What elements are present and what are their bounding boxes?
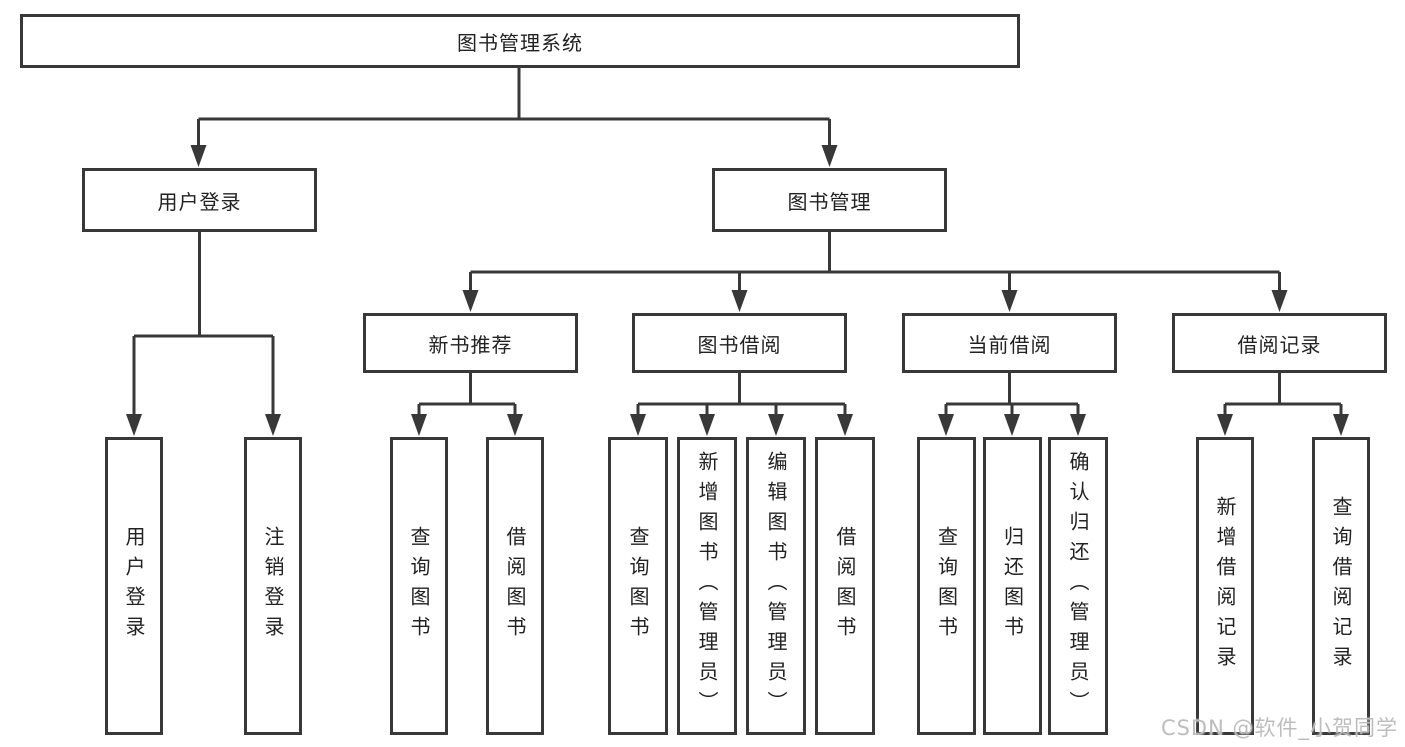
node-user-login: 用户登录 bbox=[82, 168, 317, 232]
leaf-add-books-admin: 新增图书（管理员） bbox=[677, 437, 737, 735]
node-book-borrowing: 图书借阅 bbox=[632, 313, 847, 373]
node-borrowing-records: 借阅记录 bbox=[1172, 313, 1387, 373]
leaf-query-borrow-record: 查询借阅记录 bbox=[1312, 437, 1370, 735]
leaf-query-books: 查询图书 bbox=[390, 437, 448, 735]
arrow-down-icon bbox=[938, 414, 954, 436]
arrow-down-icon bbox=[630, 414, 646, 436]
node-label: 查询借阅记录 bbox=[1329, 496, 1353, 676]
node-book-management: 图书管理 bbox=[712, 168, 947, 232]
node-label: 当前借阅 bbox=[967, 332, 1052, 357]
leaf-user-login: 用户登录 bbox=[105, 437, 163, 735]
leaf-add-borrow-record: 新增借阅记录 bbox=[1196, 437, 1254, 735]
leaf-borrow-books: 借阅图书 bbox=[486, 437, 544, 735]
arrow-down-icon bbox=[1271, 290, 1288, 312]
arrow-down-icon bbox=[1004, 414, 1020, 436]
node-label: 查询图书 bbox=[407, 526, 431, 646]
leaf-logout: 注销登录 bbox=[244, 437, 302, 735]
arrow-down-icon bbox=[1001, 290, 1018, 312]
node-label: 借阅图书 bbox=[833, 526, 857, 646]
arrow-down-icon bbox=[126, 414, 142, 436]
csdn-watermark: CSDN @软件_小贺同学 bbox=[1160, 716, 1398, 740]
node-label: 图书借阅 bbox=[697, 332, 782, 357]
arrow-down-icon bbox=[462, 290, 479, 312]
node-label: 注销登录 bbox=[261, 526, 285, 646]
leaf-query-books: 查询图书 bbox=[608, 437, 668, 735]
node-label: 归还图书 bbox=[1000, 526, 1025, 646]
arrow-down-icon bbox=[1217, 414, 1233, 436]
node-current-borrowing: 当前借阅 bbox=[902, 313, 1117, 373]
leaf-borrow-books: 借阅图书 bbox=[815, 437, 875, 735]
arrow-down-icon bbox=[1070, 414, 1086, 436]
node-label: 查询图书 bbox=[626, 526, 650, 646]
node-label: 借阅图书 bbox=[503, 526, 527, 646]
node-label: 新增借阅记录 bbox=[1213, 496, 1237, 676]
node-label: 图书管理 bbox=[787, 189, 872, 214]
arrow-down-icon bbox=[731, 290, 748, 312]
arrow-down-icon bbox=[411, 414, 427, 436]
node-new-book-recommend: 新书推荐 bbox=[363, 313, 578, 373]
leaf-confirm-return-admin: 确认归还（管理员） bbox=[1048, 437, 1108, 735]
leaf-edit-books-admin: 编辑图书（管理员） bbox=[746, 437, 806, 735]
node-label: 编辑图书（管理员） bbox=[764, 451, 788, 721]
leaf-return-books: 归还图书 bbox=[983, 437, 1042, 735]
arrow-down-icon bbox=[699, 414, 715, 436]
arrow-down-icon bbox=[265, 414, 281, 436]
node-label: 查询图书 bbox=[934, 526, 959, 646]
leaf-query-books: 查询图书 bbox=[917, 437, 976, 735]
arrow-down-icon bbox=[190, 145, 207, 167]
node-label: 新增图书（管理员） bbox=[695, 451, 719, 721]
arrow-down-icon bbox=[821, 145, 838, 167]
node-label: 新书推荐 bbox=[428, 332, 513, 357]
arrow-down-icon bbox=[507, 414, 523, 436]
arrow-down-icon bbox=[837, 414, 853, 436]
arrow-down-icon bbox=[1333, 414, 1349, 436]
node-label: 用户登录 bbox=[122, 526, 146, 646]
node-label: 用户登录 bbox=[157, 189, 242, 214]
node-label: 借阅记录 bbox=[1237, 332, 1322, 357]
arrow-down-icon bbox=[768, 414, 784, 436]
node-library-management-system: 图书管理系统 bbox=[20, 14, 1020, 68]
node-label: 图书管理系统 bbox=[457, 30, 583, 55]
node-label: 确认归还（管理员） bbox=[1066, 451, 1090, 721]
